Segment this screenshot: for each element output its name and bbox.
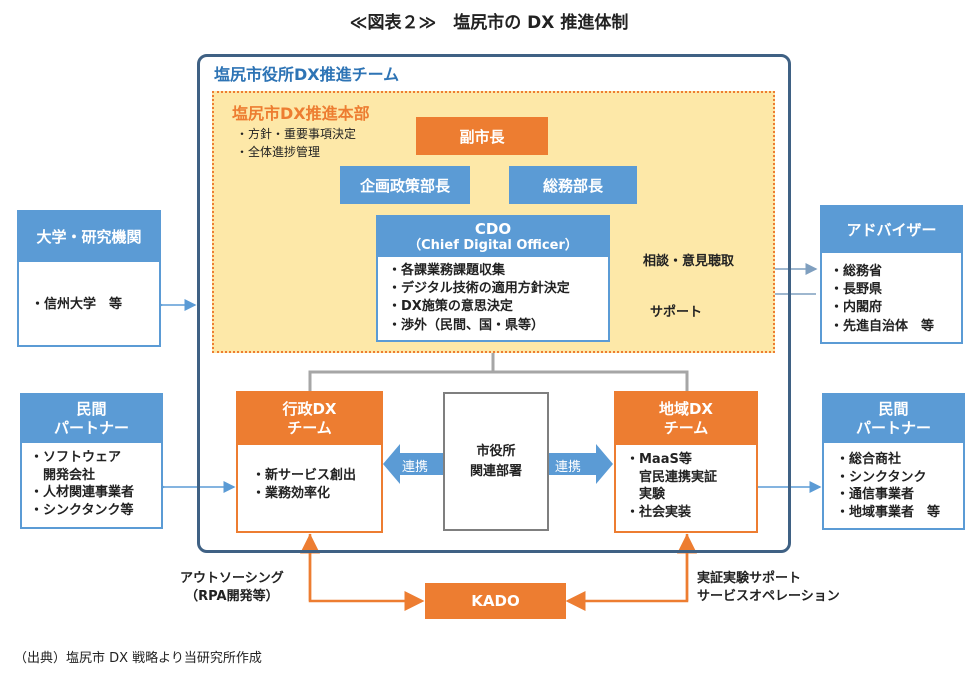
cdo-box: CDO （Chief Digital Officer） ・各課業務課題収集 ・デ… (376, 215, 610, 342)
cdo-subtitle: （Chief Digital Officer） (408, 238, 578, 254)
general-affairs-director-box: 総務部長 (509, 166, 637, 204)
list-item: ・通信事業者 (836, 487, 915, 503)
cdo-list: ・各課業務課題収集 ・デジタル技術の適用方針決定 ・DX施策の意思決定 ・渉外（… (378, 257, 608, 335)
university-box: 大学・研究機関 ・信州大学 等 (17, 210, 161, 347)
list-item: ・デジタル技術の適用方針決定 (388, 281, 570, 297)
partner-left-header: 民間 パートナー (22, 395, 161, 443)
list-item: ・MaaS等 (626, 452, 692, 467)
list-item: ・総合商社 (836, 452, 902, 467)
list-item: ・業務効率化 (252, 486, 331, 502)
partner-left-list: ・ソフトウェア 開発会社 ・人材関連事業者 ・シンクタンク等 (22, 443, 161, 519)
list-item: ・各課業務課題収集 (388, 263, 506, 278)
cdo-header: CDO （Chief Digital Officer） (378, 217, 608, 257)
partner-title-line: パートナー (855, 419, 931, 437)
university-list: ・信州大学 等 (19, 262, 159, 314)
vice-mayor-box: 副市長 (416, 117, 548, 155)
city-departments-line: 関連部署 (469, 463, 522, 479)
list-item: ・シンクタンク (836, 469, 927, 485)
partner-title-line: 民間 (878, 400, 909, 419)
region-dx-team-box: 地域DX チーム ・MaaS等 官民連携実証 実験 ・社会実装 (614, 391, 758, 533)
admin-dx-team-box: 行政DX チーム ・新サービス創出 ・業務効率化 (236, 391, 383, 533)
planning-director-box: 企画政策部長 (340, 166, 470, 204)
partner-right-list: ・総合商社 ・シンクタンク ・通信事業者 ・地域事業者 等 (824, 443, 963, 521)
list-item: ・新サービス創出 (252, 468, 357, 483)
figure-title: ≪図表２≫ 塩尻市の DX 推進体制 (349, 13, 629, 33)
list-item: ・人材関連事業者 (30, 485, 135, 501)
list-item: 実験 (626, 487, 666, 503)
hq-note: ・全体進捗管理 (236, 145, 321, 159)
hq-note: ・方針・重要事項決定 (236, 127, 357, 141)
link-arrow-left (383, 444, 443, 484)
list-item: ・DX施策の意思決定 (388, 299, 513, 315)
demo-support-line: サービスオペレーション (697, 588, 840, 604)
partner-title-line: パートナー (53, 419, 129, 437)
link-label-right: 連携 (555, 460, 582, 475)
university-title: 大学・研究機関 (19, 212, 159, 262)
team-title-line: チーム (663, 419, 709, 437)
list-item: ・総務省 (830, 264, 883, 279)
list-item: ・ソフトウェア (30, 450, 122, 465)
partner-title-line: 民間 (76, 400, 107, 419)
list-item: 開発会社 (30, 467, 96, 483)
kado-box: KADO (425, 583, 566, 619)
link-arrow-right (549, 444, 613, 484)
outsourcing-label: アウトソーシング （RPA開発等） (180, 570, 284, 605)
list-item: ・内閣府 (830, 300, 883, 316)
partner-right-header: 民間 パートナー (824, 395, 963, 443)
list-item: ・地域事業者 等 (836, 504, 941, 520)
list-item: ・渉外（民間、国・県等） (388, 317, 545, 333)
dx-hq-title: 塩尻市DX推進本部 (232, 104, 370, 123)
advisor-title: アドバイザー (822, 207, 961, 253)
team-title-line: 地域DX (658, 400, 714, 419)
dx-team-title: 塩尻市役所DX推進チーム (214, 65, 400, 84)
list-item: ・先進自治体 等 (830, 318, 935, 334)
source-note: （出典）塩尻市 DX 戦略より当研究所作成 (14, 651, 262, 666)
list-item: ・シンクタンク等 (30, 502, 134, 518)
team-title-line: 行政DX (282, 400, 337, 419)
partner-right-box: 民間 パートナー ・総合商社 ・シンクタンク ・通信事業者 ・地域事業者 等 (822, 393, 965, 530)
demo-support-label: 実証実験サポート サービスオペレーション (697, 570, 840, 605)
region-dx-team-header: 地域DX チーム (616, 393, 756, 445)
region-dx-team-list: ・MaaS等 官民連携実証 実験 ・社会実装 (616, 445, 756, 521)
cdo-title: CDO (474, 219, 512, 238)
outsourcing-line: （RPA開発等） (185, 588, 279, 604)
list-item: ・信州大学 等 (31, 297, 123, 312)
outsourcing-line: アウトソーシング (180, 571, 284, 586)
list-item: 官民連携実証 (626, 469, 718, 485)
link-label-left: 連携 (402, 460, 429, 475)
list-item: ・長野県 (830, 282, 883, 298)
admin-dx-team-header: 行政DX チーム (238, 393, 381, 445)
partner-left-box: 民間 パートナー ・ソフトウェア 開発会社 ・人材関連事業者 ・シンクタンク等 (20, 393, 163, 529)
advisor-box: アドバイザー ・総務省 ・長野県 ・内閣府 ・先進自治体 等 (820, 205, 963, 344)
dx-team-frame (197, 54, 791, 553)
city-departments-line: 市役所 (476, 444, 516, 459)
list-item: ・社会実装 (626, 504, 692, 520)
advisor-list: ・総務省 ・長野県 ・内閣府 ・先進自治体 等 (822, 253, 961, 336)
team-title-line: チーム (287, 419, 332, 437)
consult-label: 相談・意見聴取 (643, 254, 735, 269)
admin-dx-team-list: ・新サービス創出 ・業務効率化 (238, 445, 381, 503)
city-departments-box: 市役所 関連部署 (443, 392, 549, 531)
support-label: サポート (650, 305, 703, 320)
demo-support-line: 実証実験サポート (697, 571, 802, 586)
